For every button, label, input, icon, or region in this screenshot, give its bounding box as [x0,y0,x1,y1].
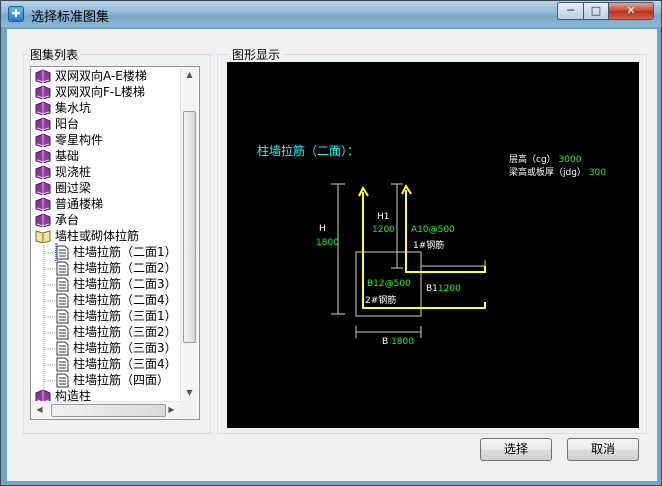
tree-item-label: 现浇桩 [55,165,92,179]
scroll-down-arrow-icon[interactable]: ▼ [186,388,193,397]
book-icon [35,213,51,227]
preview-group [217,54,647,434]
book-icon [35,197,51,211]
tree-item-label: 墙柱或砌体拉筋 [55,229,140,243]
title-bar[interactable]: ✚ 选择标准图集 ─ □ ✕ [1,1,661,27]
tree-item-label: 圈过梁 [55,181,92,195]
document-icon [56,245,69,260]
rebar-2-label: 2#钢筋 [365,296,397,306]
book-icon [35,149,51,163]
horizontal-scroll-thumb[interactable] [51,404,166,417]
tree-item-label: 承台 [55,213,80,227]
scroll-right-arrow-icon[interactable]: ▶ [168,405,175,414]
tree-item-label: 阳台 [55,117,80,131]
tree-vertical-scrollbar[interactable]: ▲ ▼ [180,67,198,401]
scrollbar-corner [180,401,197,418]
tree-item-label: 双网双向A-E楼梯 [55,69,147,83]
tree-item-label: 零星构件 [55,133,104,147]
param-beam-depth: 梁高或板厚（jdg） 300 [509,165,606,178]
document-icon [56,261,69,276]
tree-item-label: 柱墙拉筋（三面2） [73,325,177,339]
book-icon [35,117,51,131]
dim-b-label: B [382,337,389,347]
close-button[interactable]: ✕ [608,2,654,20]
document-icon [56,357,69,372]
minimize-button[interactable]: ─ [557,2,584,20]
book-icon [35,165,51,179]
document-icon [56,293,69,308]
rebar-1-label: 1#钢筋 [413,241,445,251]
tree-item-label: 柱墙拉筋（二面3） [73,277,177,291]
document-icon [56,309,69,324]
param-floor-height: 层高（cg） 3000 [509,152,581,165]
tree-item-label: 构造柱 [55,389,92,403]
dim-h1-value: 1200 [372,225,395,235]
cancel-button[interactable]: 取消 [567,438,639,461]
book-icon [35,181,51,195]
maximize-button[interactable]: □ [583,2,609,20]
dim-b1-label: B1 [426,284,438,294]
open-book-icon [35,230,51,243]
scroll-up-arrow-icon[interactable]: ▲ [186,70,193,79]
document-icon [56,325,69,340]
rebar-drawing [331,183,486,338]
dim-b1-value: 1200 [437,284,461,294]
param-beam-depth-label: 梁高或板厚（jdg） [509,168,586,178]
drawing-heading: 柱墙拉筋（二面）： [257,144,360,158]
tree-item-label: 柱墙拉筋（三面3） [73,341,177,355]
tree-item-label: 柱墙拉筋（四面） [73,373,170,387]
tree-item-label: 集水坑 [55,101,92,115]
tree-lines [43,245,55,393]
book-icon [35,69,51,83]
preview-title: 图形显示 [230,46,283,63]
dim-b: B 1800 [382,337,414,347]
select-button[interactable]: 选择 [480,438,552,461]
dim-b1: B11200 [426,284,461,294]
tree-item-label: 柱墙拉筋（二面2） [73,261,177,275]
atlas-list-title: 图集列表 [28,46,81,63]
window-title: 选择标准图集 [31,10,110,25]
book-icon [35,85,51,99]
vertical-scroll-thumb[interactable] [183,111,196,343]
rebar-a-spec: A10@500 [411,225,455,235]
rebar-b-spec: B12@500 [367,279,411,289]
book-icon [35,101,51,115]
document-icon [56,341,69,356]
atlas-tree[interactable]: 双网双向A-E楼梯双网双向F-L楼梯集水坑阳台零星构件基础现浇桩圈过梁普通楼梯承… [30,66,200,420]
document-icon [56,373,69,388]
param-beam-depth-value: 300 [588,168,606,178]
tree-item-label: 柱墙拉筋（二面1） [73,245,177,259]
tree-item-label: 双网双向F-L楼梯 [55,85,145,99]
app-icon: ✚ [8,6,24,22]
dim-h-label: H [319,224,326,234]
param-floor-height-value: 3000 [558,155,582,165]
dim-h1-label: H1 [377,212,390,222]
tree-horizontal-scrollbar[interactable]: ◀ ▶ [31,401,180,419]
scroll-left-arrow-icon[interactable]: ◀ [36,405,43,414]
tree-item-label: 基础 [55,149,80,163]
param-floor-height-label: 层高（cg） [509,155,556,165]
dim-b-value: 1800 [391,337,414,347]
tree-item-label: 柱墙拉筋（二面4） [73,293,177,307]
tree-item-label: 柱墙拉筋（三面1） [73,309,177,323]
tree-item-label: 普通楼梯 [55,197,104,211]
tree-item-label: 柱墙拉筋（三面4） [73,357,177,371]
drawing-canvas: 柱墙拉筋（二面）： 层高（cg） 3000 梁高或板厚（jdg） 300 H 1… [227,62,639,428]
dim-h-value: 1800 [316,238,339,248]
document-icon [56,277,69,292]
book-icon [35,133,51,147]
atlas-list-group [23,54,211,434]
